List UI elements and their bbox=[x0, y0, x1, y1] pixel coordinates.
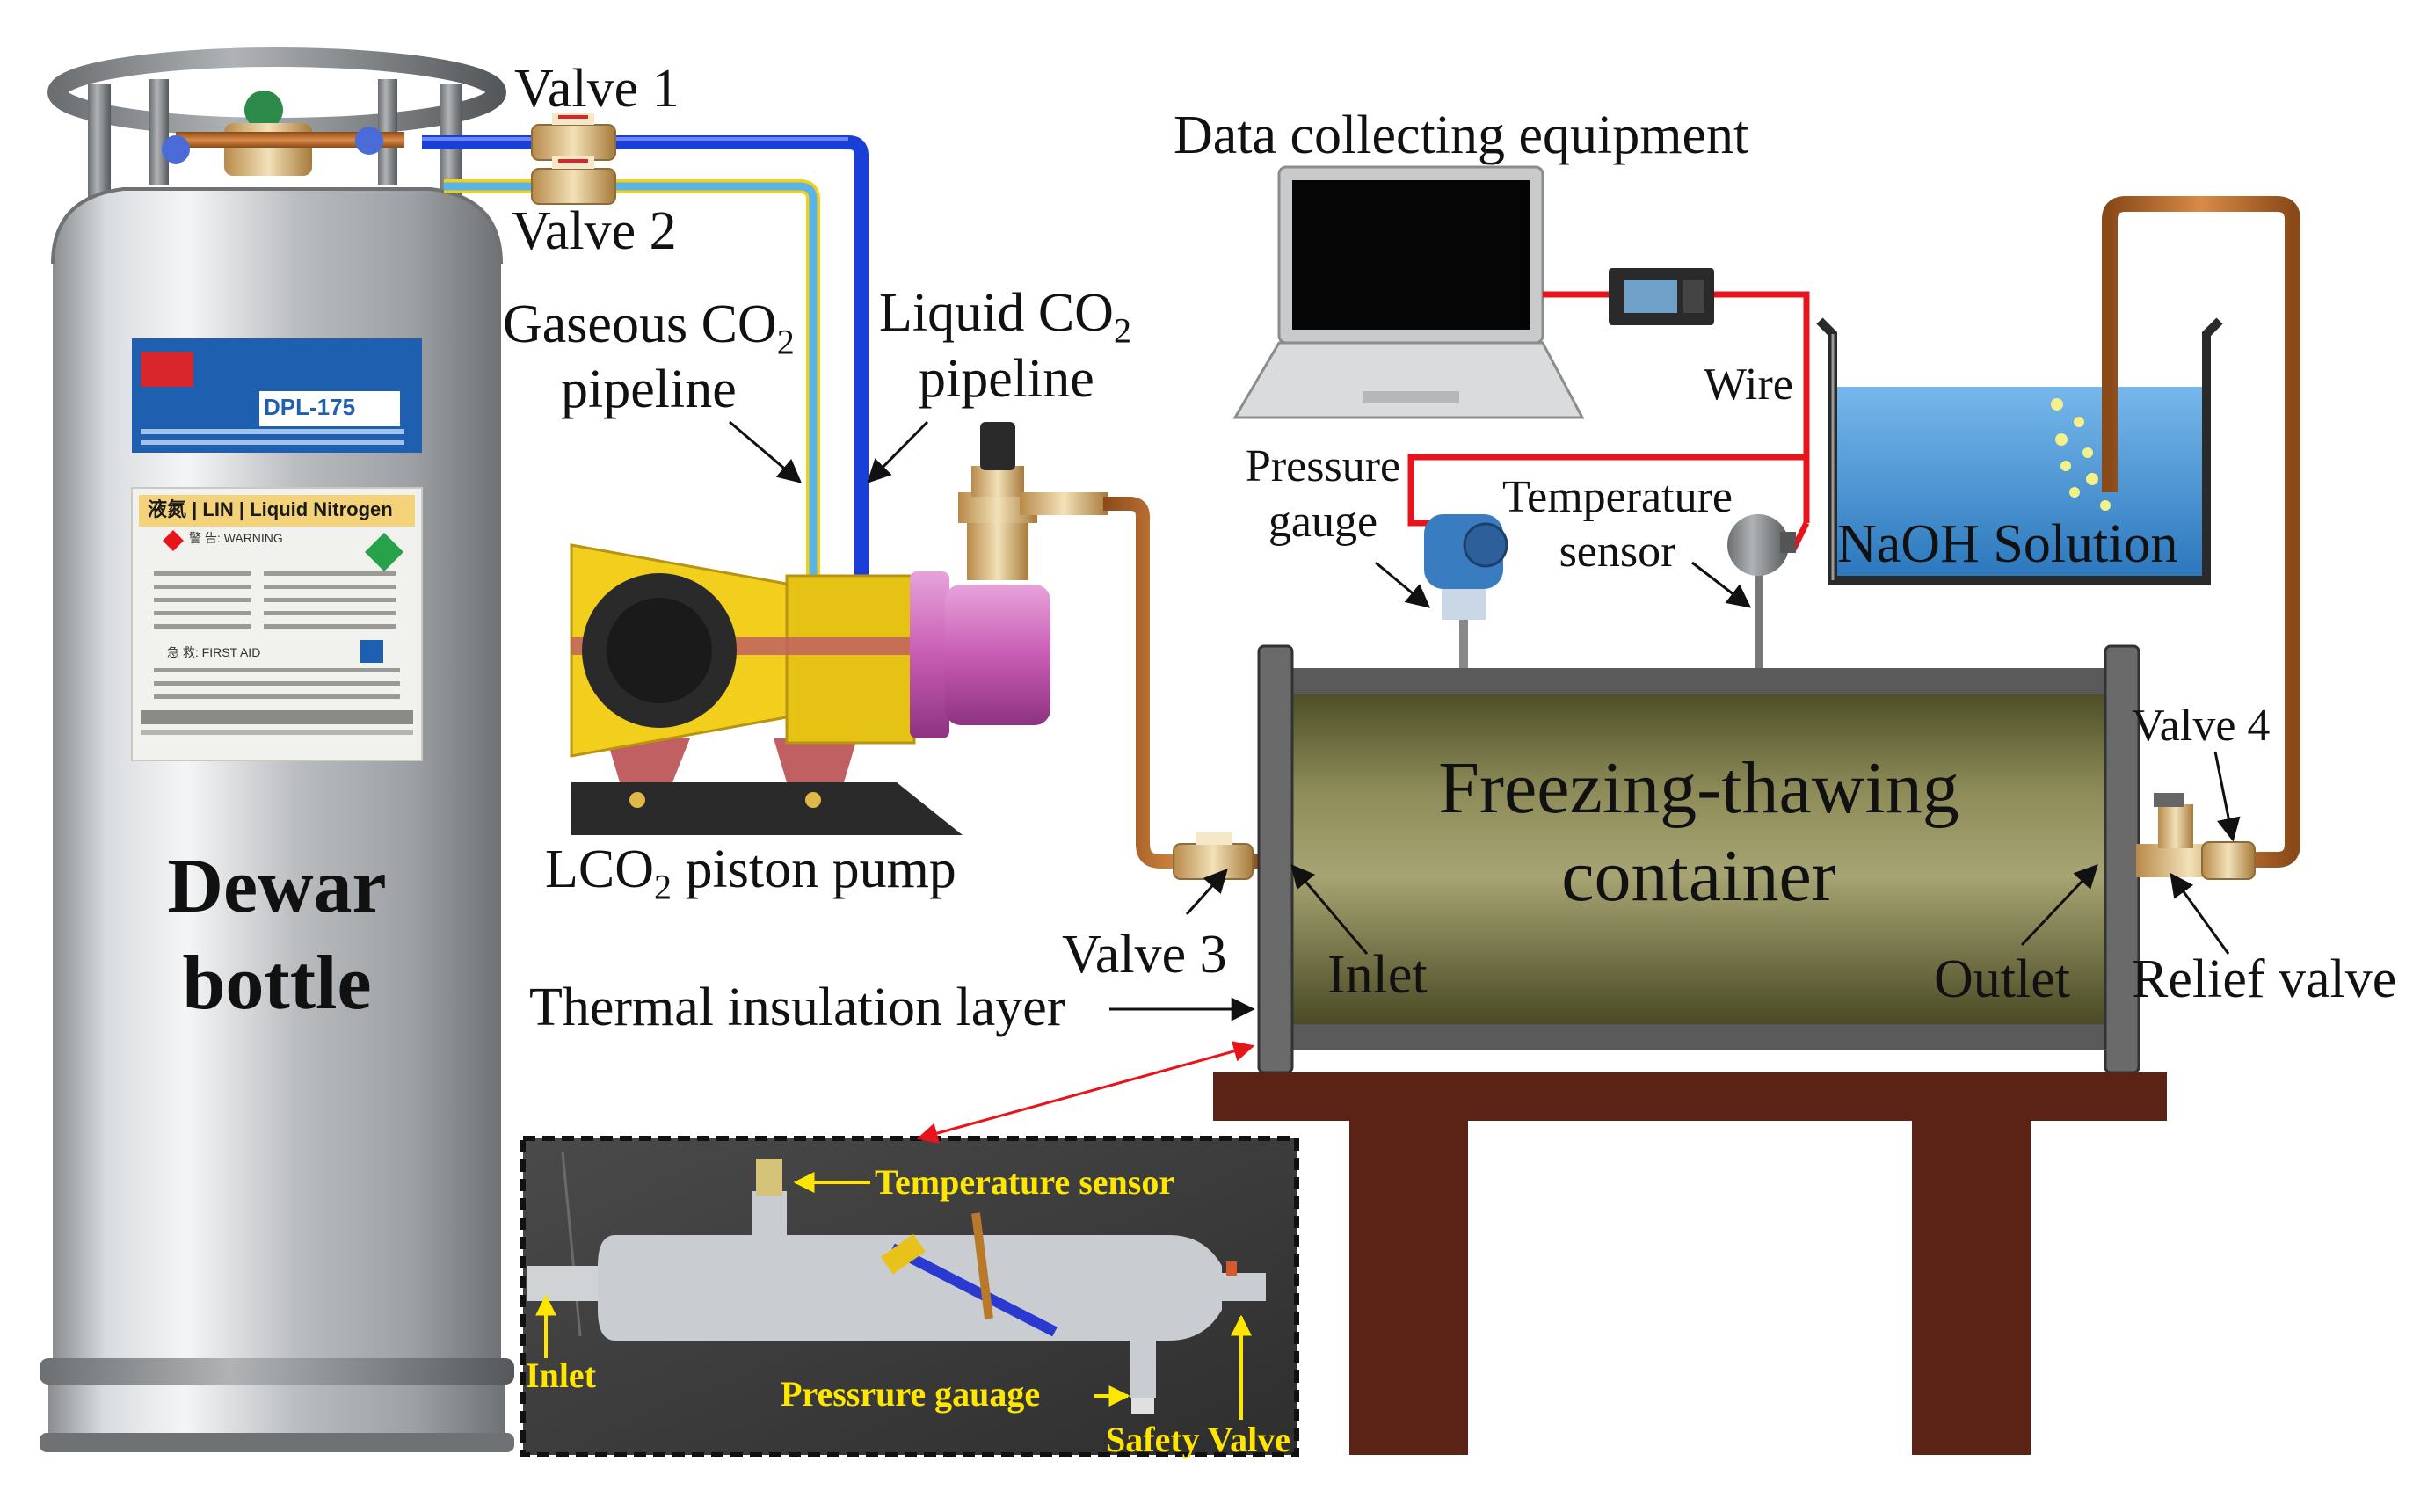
data-logger bbox=[1609, 268, 1714, 325]
pressure-gauge-label-1: Pressure bbox=[1245, 441, 1401, 491]
inlet-label: Inlet bbox=[1327, 945, 1428, 1005]
valve-2-label: Valve 2 bbox=[512, 201, 677, 261]
valve-1-body bbox=[531, 113, 616, 161]
gaseous-co2-subscript: 2 bbox=[776, 322, 795, 362]
valve-3-body bbox=[1173, 832, 1254, 880]
support-table bbox=[1213, 1072, 2167, 1455]
naoh-label: NaOH Solution bbox=[1837, 514, 2178, 574]
gaseous-co2-text: Gaseous CO bbox=[503, 294, 777, 354]
container-title-1: Freezing-thawing bbox=[1438, 747, 1959, 829]
dewar-label-1: Dewar bbox=[167, 844, 387, 929]
valve-4-label: Valve 4 bbox=[2132, 701, 2271, 751]
dewar-label-2: bottle bbox=[182, 941, 372, 1026]
pressure-gauge-label-2: gauge bbox=[1268, 497, 1378, 547]
dewar-model-text: DPL-175 bbox=[264, 394, 356, 420]
temperature-sensor-label-1: Temperature bbox=[1502, 472, 1733, 522]
freezing-thawing-container bbox=[1257, 644, 2140, 1074]
exhaust-copper-pipe bbox=[2102, 196, 2300, 868]
photo-pressure-gauge-label: Pressrure gauage bbox=[781, 1374, 1041, 1414]
dewar-lin-text: 液氮 | LIN | Liquid Nitrogen bbox=[148, 498, 393, 520]
photo-inset bbox=[520, 1136, 1299, 1457]
wire-label: Wire bbox=[1704, 360, 1793, 410]
pump-subscript: 2 bbox=[654, 867, 672, 907]
dewar-bottle bbox=[40, 47, 514, 1452]
photo-pointer-arrow bbox=[916, 1041, 1255, 1144]
gaseous-co2-pipeline bbox=[444, 179, 820, 589]
naoh-beaker bbox=[1816, 317, 2223, 585]
valve-1-label: Valve 1 bbox=[514, 59, 680, 119]
liquid-co2-label: Liquid CO2 bbox=[879, 286, 1131, 348]
laptop bbox=[1232, 165, 1585, 419]
data-equipment-label: Data collecting equipment bbox=[1174, 105, 1749, 165]
valve-3-label: Valve 3 bbox=[1062, 925, 1227, 985]
temperature-sensor-device bbox=[1727, 514, 1796, 668]
copper-feed-pipe bbox=[1103, 497, 1266, 869]
liquid-pipeline-label: pipeline bbox=[919, 349, 1094, 409]
dewar-model-panel bbox=[132, 338, 422, 453]
liquid-co2-pipeline bbox=[422, 135, 869, 589]
photo-safety-valve-label: Safety Valve bbox=[1106, 1420, 1290, 1459]
container-title-2: container bbox=[1561, 835, 1836, 917]
valve-2-body bbox=[531, 156, 616, 205]
pump-suffix: piston pump bbox=[672, 840, 956, 899]
relief-valve-label: Relief valve bbox=[2132, 949, 2397, 1009]
temperature-sensor-label-2: sensor bbox=[1559, 527, 1676, 577]
photo-inlet-label: Inlet bbox=[526, 1356, 596, 1395]
dewar-warning-text: 警 告: WARNING bbox=[189, 531, 283, 545]
gaseous-co2-label: Gaseous CO2 bbox=[503, 297, 795, 360]
outlet-label: Outlet bbox=[1934, 949, 2070, 1009]
valve-4-body bbox=[2201, 841, 2256, 880]
liquid-co2-subscript: 2 bbox=[1113, 310, 1131, 351]
thermal-layer-label: Thermal insulation layer bbox=[529, 978, 1065, 1037]
pressure-gauge-device bbox=[1424, 514, 1508, 668]
liquid-co2-text: Liquid CO bbox=[879, 283, 1114, 343]
pump-prefix: LCO bbox=[545, 840, 654, 899]
photo-temperature-sensor-label: Temperature sensor bbox=[875, 1162, 1175, 1202]
gaseous-pipeline-label: pipeline bbox=[561, 360, 737, 419]
dewar-firstaid-text: 急 救: FIRST AID bbox=[167, 645, 261, 659]
dewar-warning-panel bbox=[131, 487, 423, 761]
leader-arrows bbox=[729, 420, 2241, 1021]
pump-label: LCO2 piston pump bbox=[545, 842, 956, 905]
lco2-piston-pump bbox=[570, 422, 1108, 835]
